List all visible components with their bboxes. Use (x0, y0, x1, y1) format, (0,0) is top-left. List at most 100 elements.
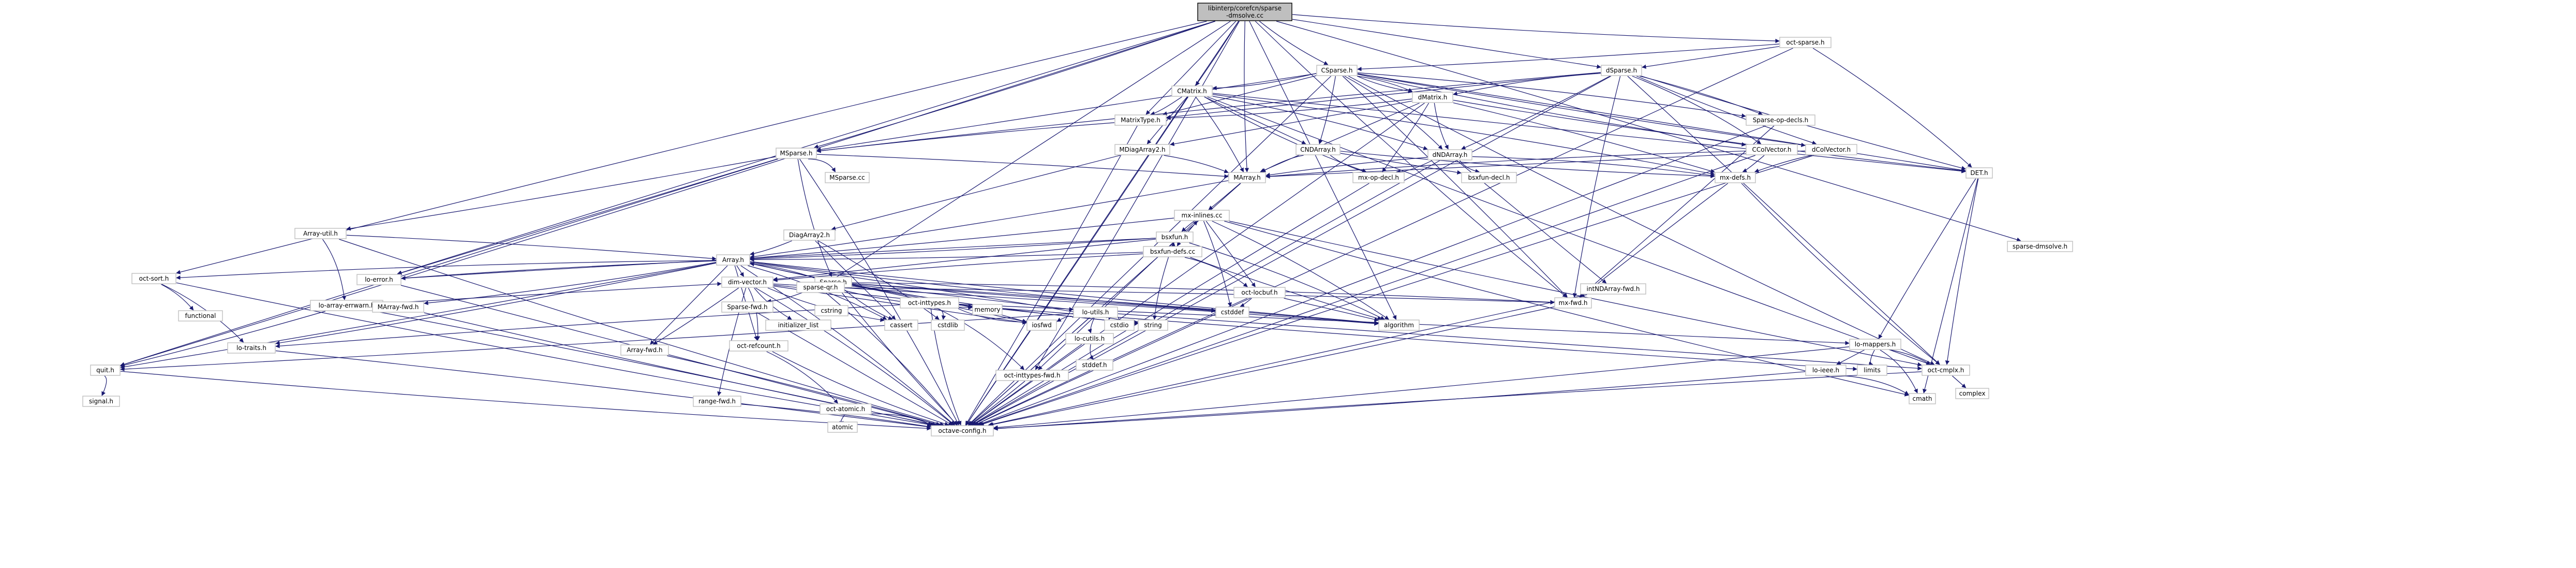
node-lo_cutils[interactable]: lo-cutils.h (1065, 333, 1114, 344)
node-label: bsxfun-defs.cc (1150, 248, 1195, 255)
node-octave_config[interactable]: octave-config.h (931, 425, 994, 436)
node-matrixtype[interactable]: MatrixType.h (1114, 114, 1167, 126)
edge-root-to-oct_sparse (1292, 14, 1780, 43)
node-mdiagarray2[interactable]: MDiagArray2.h (1114, 144, 1170, 155)
node-memory[interactable]: memory (972, 304, 1003, 315)
node-label: string (1144, 322, 1162, 329)
node-box (1026, 319, 1057, 331)
node-csparse[interactable]: CSparse.h (1316, 65, 1358, 76)
node-oct_cmplx[interactable]: oct-cmplx.h (1922, 365, 1970, 376)
node-ccolvector[interactable]: CColVector.h (1746, 144, 1798, 155)
node-iosfwd[interactable]: iosfwd (1026, 319, 1057, 331)
node-box (827, 421, 858, 433)
node-lo_mappers[interactable]: lo-mappers.h (1849, 339, 1901, 350)
node-cstddef[interactable]: cstddef (1215, 307, 1249, 318)
node-functional[interactable]: functional (178, 310, 223, 322)
node-msparse[interactable]: MSparse.h (776, 148, 817, 159)
node-box (820, 403, 872, 415)
node-array[interactable]: Array.h (716, 254, 750, 266)
node-sparse_dmsolve[interactable]: sparse-dmsolve.h (2007, 241, 2073, 252)
node-label: lo-ieee.h (1812, 367, 1839, 374)
node-marray[interactable]: MArray.h (1228, 172, 1266, 183)
node-box (1779, 37, 1832, 48)
node-cndarray[interactable]: CNDArray.h (1296, 144, 1341, 155)
node-label: CColVector.h (1752, 146, 1792, 153)
node-box (1554, 297, 1592, 309)
node-oct_sort[interactable]: oct-sort.h (131, 273, 176, 284)
node-oct_locbuf[interactable]: oct-locbuf.h (1233, 287, 1286, 298)
node-oct_inttypes[interactable]: oct-inttypes.h (900, 297, 959, 309)
edge-csparse-to-cndarray (1318, 76, 1336, 144)
edge-lo_utils-to-lo_cutils (1088, 317, 1095, 333)
node-dim_vector_h[interactable]: DET.h (1965, 167, 1993, 179)
node-mx_op_decl[interactable]: mx-op-decl.h (1352, 172, 1405, 183)
node-box (227, 342, 276, 354)
node-cstdlib[interactable]: cstdlib (931, 319, 965, 331)
edge-dsparse-to-mx_fwd (1572, 76, 1621, 298)
node-limits[interactable]: limits (1857, 365, 1887, 376)
node-cstring[interactable]: cstring (814, 305, 848, 316)
node-signal[interactable]: signal.h (82, 396, 120, 407)
edge-dndarray-to-bsxfun_decl (1459, 160, 1480, 173)
edge-oct_refcount-to-oct_atomic (766, 351, 838, 404)
node-box (1922, 365, 1970, 376)
edge-csparse-to-dmatrix (1357, 76, 1413, 94)
node-sparse_op_decls[interactable]: Sparse-op-decls.h (1746, 114, 1815, 126)
node-msparse_cc[interactable]: MSparse.cc (825, 172, 870, 183)
node-bsxfun_defs[interactable]: bsxfun-defs.cc (1143, 246, 1202, 257)
edge-cndarray-to-marray (1261, 155, 1304, 172)
edge-sparse_op_decls-to-octave_config (977, 125, 1766, 426)
node-lo_ieee[interactable]: lo-ieee.h (1805, 365, 1847, 376)
node-mx_defs[interactable]: mx-defs.h (1715, 172, 1756, 183)
node-oct_refcount[interactable]: oct-refcount.h (729, 340, 788, 352)
node-label: range-fwd.h (698, 398, 736, 405)
node-diagarray2[interactable]: DiagArray2.h (783, 229, 836, 241)
node-sparse_qr[interactable]: sparse-qr.h (796, 282, 845, 293)
node-dsparse[interactable]: dSparse.h (1601, 65, 1642, 76)
node-box (294, 228, 347, 239)
node-dim_vector[interactable]: dim-vector.h (721, 276, 773, 288)
edge-quit-to-octave_config (120, 371, 931, 431)
node-oct_atomic[interactable]: oct-atomic.h (820, 403, 872, 415)
node-mx_fwd[interactable]: mx-fwd.h (1554, 297, 1592, 309)
node-cmath[interactable]: cmath (1909, 393, 1936, 404)
node-dcolvector[interactable]: dColVector.h (1805, 144, 1857, 155)
node-box (931, 425, 994, 436)
node-bsxfun_decl[interactable]: bsxfun-decl.h (1461, 172, 1517, 183)
node-array_util[interactable]: Array-util.h (294, 228, 347, 239)
node-cmatrix[interactable]: CMatrix.h (1171, 85, 1213, 97)
node-dndarray[interactable]: dNDArray.h (1427, 149, 1472, 161)
node-cstdio[interactable]: cstdio (1104, 319, 1135, 331)
node-algorithm[interactable]: algorithm (1378, 319, 1420, 331)
node-dmatrix[interactable]: dMatrix.h (1412, 92, 1453, 103)
node-string[interactable]: string (1138, 319, 1168, 331)
node-oct_inttypes_fwd[interactable]: oct-inttypes-fwd.h (995, 370, 1069, 381)
node-initializer_list[interactable]: initializer_list (765, 319, 831, 331)
node-sparse_fwd[interactable]: Sparse-fwd.h (721, 301, 773, 313)
node-marray_fwd[interactable]: MArray-fwd.h (372, 301, 424, 313)
node-range_fwd[interactable]: range-fwd.h (693, 396, 741, 407)
edge-bsxfun-to-array (750, 238, 1156, 261)
node-root[interactable]: libinterp/corefcn/sparse-dmsolve.cc (1197, 3, 1292, 21)
node-stddef[interactable]: stddef.h (1076, 359, 1113, 371)
node-label: oct-sort.h (139, 275, 169, 282)
node-lo_array_errwarn[interactable]: lo-array-errwarn.h (310, 300, 383, 311)
node-quit[interactable]: quit.h (90, 365, 121, 376)
edge-array-to-lo_error (401, 260, 717, 281)
edge-array_fwd-to-octave_config (667, 355, 941, 426)
node-atomic[interactable]: atomic (827, 421, 858, 433)
node-oct_sparse[interactable]: oct-sparse.h (1779, 37, 1832, 48)
node-array_fwd[interactable]: Array-fwd.h (620, 344, 669, 356)
node-lo_error[interactable]: lo-error.h (356, 274, 401, 285)
node-complex[interactable]: complex (1955, 388, 1989, 399)
node-bsxfun[interactable]: bsxfun.h (1156, 231, 1194, 243)
edge-bsxfun-to-algorithm (1189, 242, 1385, 320)
node-lo_traits[interactable]: lo-traits.h (227, 342, 276, 354)
edge-root-to-algorithm (1249, 21, 1397, 320)
node-mx_inlines[interactable]: mx-inlines.cc (1174, 210, 1230, 221)
node-cassert[interactable]: cassert (884, 319, 918, 331)
node-lo_utils[interactable]: lo-utils.h (1073, 307, 1118, 318)
edge-lo_utils-to-oct_cmplx (1118, 313, 1922, 371)
node-intndarray_fwd[interactable]: intNDArray-fwd.h (1580, 283, 1646, 295)
edge-lo_mappers-to-cmath (1880, 349, 1918, 394)
